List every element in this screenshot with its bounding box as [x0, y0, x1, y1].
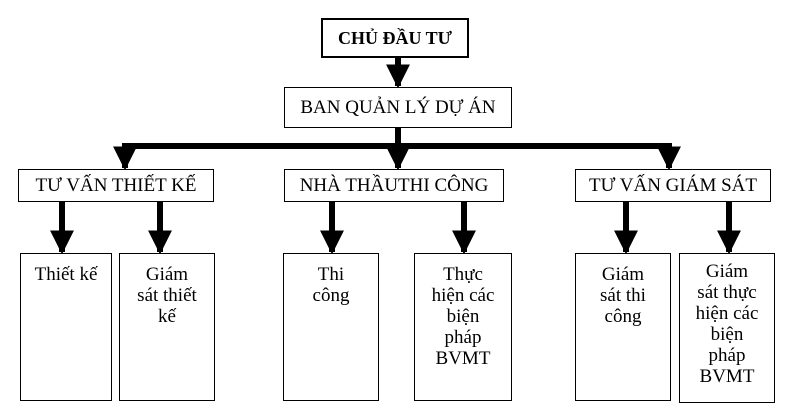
- root-label: CHỦ ĐẦU TƯ: [337, 27, 452, 48]
- pmu-box: BAN QUẢN LÝ DỰ ÁN: [284, 87, 512, 128]
- group-box-supervision-consultant: TƯ VẤN GIÁM SÁT: [575, 169, 771, 202]
- child-label: Thi công: [312, 264, 350, 306]
- child-label: Thực hiện các biện pháp BVMT: [431, 264, 495, 369]
- child-label: Giám sát thiết kế: [137, 264, 197, 327]
- pmu-label: BAN QUẢN LÝ DỰ ÁN: [300, 97, 496, 118]
- root-box: CHỦ ĐẦU TƯ: [321, 18, 469, 58]
- child-box: Giám sát thực hiện các biện pháp BVMT: [679, 253, 775, 403]
- group-label: TƯ VẤN THIẾT KẾ: [35, 175, 197, 196]
- child-label: Giám sát thực hiện các biện pháp BVMT: [695, 261, 759, 387]
- group-label: NHÀ THẦUTHI CÔNG: [299, 175, 489, 196]
- child-box: Giám sát thi công: [575, 253, 671, 401]
- group-box-design-consultant: TƯ VẤN THIẾT KẾ: [18, 169, 214, 202]
- child-box: Thiết kế: [20, 253, 112, 401]
- group-label: TƯ VẤN GIÁM SÁT: [589, 175, 757, 196]
- group-box-contractor: NHÀ THẦUTHI CÔNG: [284, 169, 504, 202]
- child-label: Giám sát thi công: [600, 264, 646, 327]
- child-box: Giám sát thiết kế: [119, 253, 215, 401]
- child-box: Thực hiện các biện pháp BVMT: [414, 253, 512, 401]
- child-label: Thiết kế: [34, 264, 98, 285]
- child-box: Thi công: [283, 253, 379, 401]
